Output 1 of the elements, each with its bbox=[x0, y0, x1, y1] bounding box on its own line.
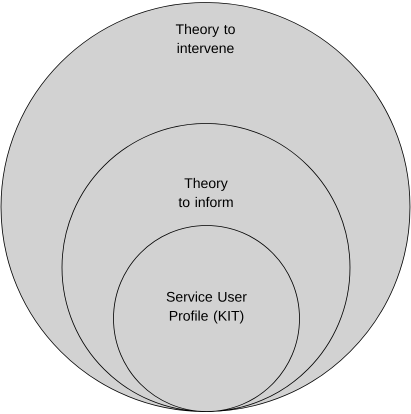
node-label: Service User Profile (KIT) bbox=[166, 291, 247, 324]
